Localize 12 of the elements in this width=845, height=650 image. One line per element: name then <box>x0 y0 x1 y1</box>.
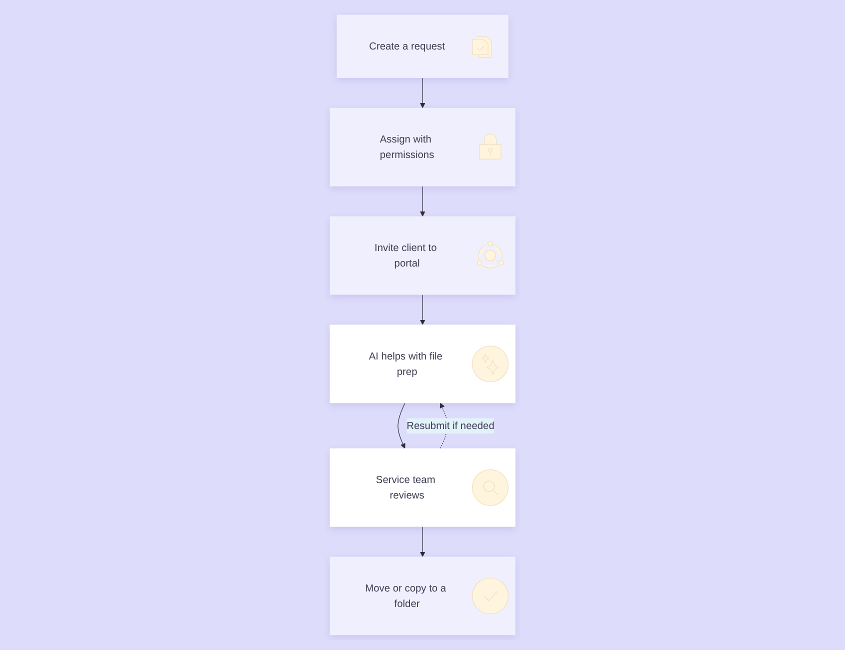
arrow <box>420 294 426 325</box>
node-box: Assign with permissions <box>330 108 516 186</box>
node-box: Invite client to portal <box>330 216 516 295</box>
node-box: Move or copy to a folder <box>330 556 516 636</box>
node-box: Create a request <box>336 14 508 78</box>
arrow <box>398 402 406 449</box>
arrow <box>420 526 426 557</box>
arrow <box>420 186 426 217</box>
arrow <box>420 78 426 108</box>
edge-label: Resubmit if needed <box>406 420 494 432</box>
node-box: Service team reviews <box>330 448 516 527</box>
node-box: AI helps with file prep <box>330 324 516 404</box>
